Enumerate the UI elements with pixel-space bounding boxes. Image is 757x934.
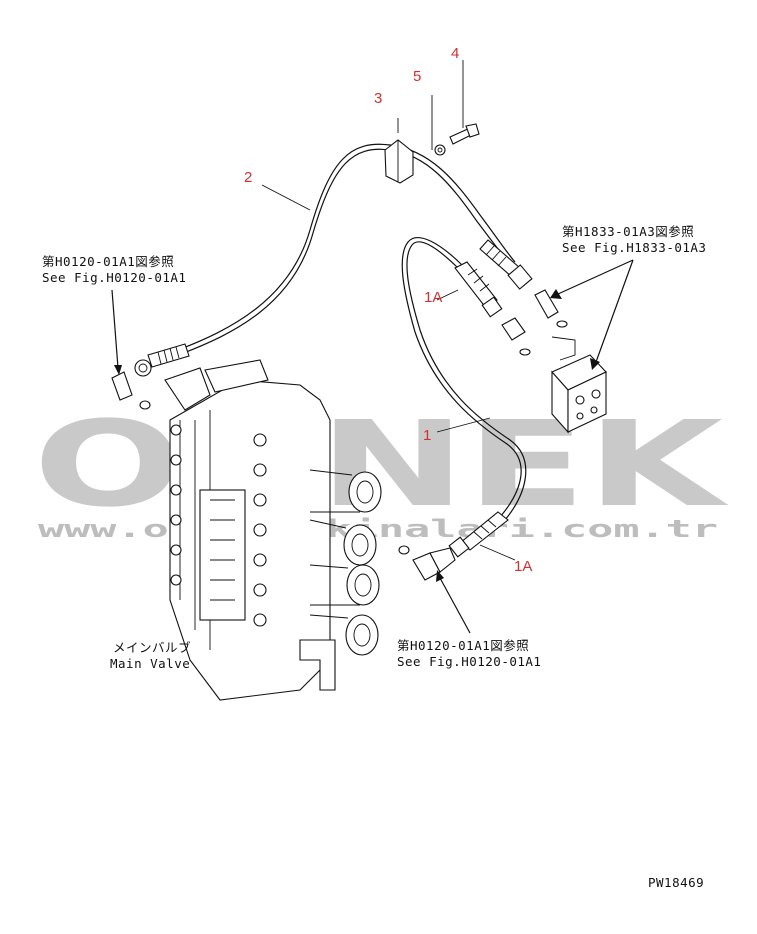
callout-4: 4 [451,45,459,62]
main-valve [164,359,382,701]
washer [434,144,446,156]
hose-2-right-fitting [479,239,533,290]
reference-left: 第H0120-01A1図参照 See Fig.H0120-01A1 [42,254,186,285]
elbow-right [534,289,568,328]
reference-right-jp: 第H1833-01A3図参照 [562,224,694,239]
reference-bottom-jp: 第H0120-01A1図参照 [397,638,529,653]
main-valve-label: メインバルブ Main Valve [110,640,191,671]
reference-left-en: See Fig.H0120-01A1 [42,270,186,285]
watermark: ORNEK www.ornekmakinalari.com.tr [33,395,730,543]
callout-1a-top: 1A [424,289,442,306]
reference-right-en: See Fig.H1833-01A3 [562,240,706,255]
hose-1 [401,237,527,558]
hose-2-left-fitting [134,343,190,377]
valve-spools [309,469,382,656]
hose-2 [134,143,533,377]
clamp [384,139,414,184]
main-valve-label-jp: メインバルブ [113,640,191,655]
fitting-1a-bottom [448,511,509,558]
main-valve-label-en: Main Valve [110,656,190,671]
reference-left-jp: 第H0120-01A1図参照 [42,254,174,269]
callouts: 1 1A 1A 2 3 4 5 [244,45,532,575]
reference-bottom-en: See Fig.H0120-01A1 [397,654,541,669]
manifold-block [551,336,607,434]
watermark-url: www.ornekmakinalari.com.tr [38,515,718,543]
valve-bolts [170,424,267,627]
callout-3: 3 [374,90,382,107]
adapter-upper [501,317,531,356]
callout-1a-bottom: 1A [514,558,532,575]
leader-lines [111,184,634,634]
drawing-code: PW18469 [648,875,704,890]
callout-1: 1 [423,427,431,444]
watermark-brand: ORNEK [33,395,730,533]
clamp-assembly [384,60,480,184]
reference-right: 第H1833-01A3図参照 See Fig.H1833-01A3 [562,224,706,255]
callout-5: 5 [413,68,421,85]
callout-2: 2 [244,169,252,186]
fitting-1a-top [454,261,503,318]
elbow-bottom [398,545,456,581]
elbow-left [111,371,151,410]
reference-bottom: 第H0120-01A1図参照 See Fig.H0120-01A1 [397,638,541,669]
bolt [449,123,480,145]
